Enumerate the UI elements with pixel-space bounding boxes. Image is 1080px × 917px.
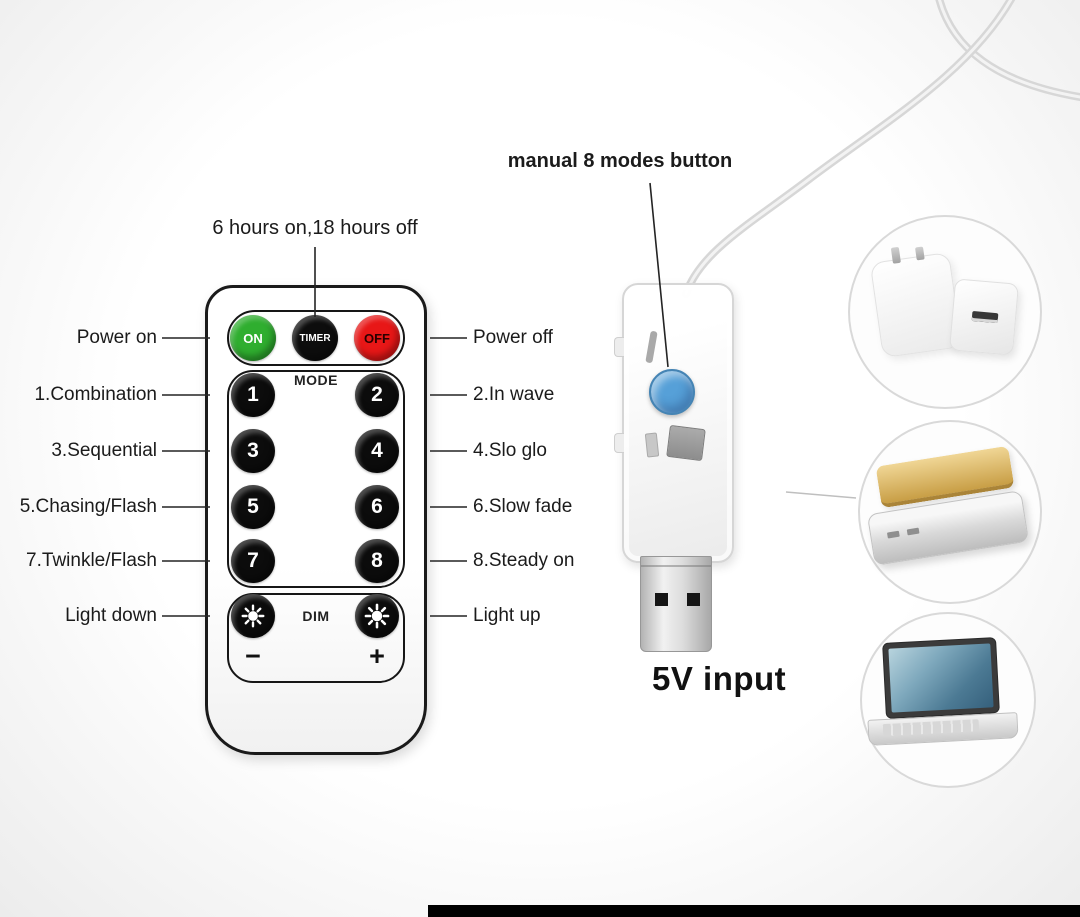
dim-minus-sign: − xyxy=(245,641,261,671)
dim-plus-sign: + xyxy=(369,641,385,671)
mode-button-5: 5 xyxy=(231,485,275,529)
label-steady-on: 8.Steady on xyxy=(473,550,575,571)
usb-shell-hole xyxy=(687,593,700,606)
label-combination: 1.Combination xyxy=(34,384,157,405)
laptop-illustration xyxy=(882,637,1000,719)
label-slow-fade: 6.Slow fade xyxy=(473,496,573,517)
label-light-up: Light up xyxy=(473,605,541,626)
on-button: ON xyxy=(230,315,276,361)
label-chasing-flash: 5.Chasing/Flash xyxy=(19,496,157,517)
manual-button-note: manual 8 modes button xyxy=(507,150,733,172)
plug-prong xyxy=(914,246,925,261)
brightness-up-button xyxy=(355,594,399,638)
usb-connector xyxy=(640,556,712,652)
off-button: OFF xyxy=(354,315,400,361)
usb-port-icon xyxy=(971,310,999,324)
internal-wire xyxy=(645,330,658,364)
manual-mode-button xyxy=(649,369,695,415)
mode-button-8: 8 xyxy=(355,539,399,583)
circuit-chip xyxy=(666,424,706,462)
power-source-circle-wall-adapter xyxy=(848,215,1042,409)
mode-button-3: 3 xyxy=(231,429,275,473)
dim-label: DIM xyxy=(302,608,330,624)
laptop-keys xyxy=(882,719,980,737)
label-in-wave: 2.In wave xyxy=(473,384,555,405)
mode-button-2: 2 xyxy=(355,373,399,417)
usb-shell-hole xyxy=(655,593,668,606)
sun-icon xyxy=(241,604,265,628)
label-twinkle-flash: 7.Twinkle/Flash xyxy=(26,550,157,571)
mode-button-1: 1 xyxy=(231,373,275,417)
sun-icon xyxy=(364,603,390,629)
mode-button-7: 7 xyxy=(231,539,275,583)
power-input-label: 5V input xyxy=(652,660,787,697)
mode-section-frame xyxy=(227,370,405,588)
usb-wall-adapter-illustration xyxy=(869,246,963,359)
label-sequential: 3.Sequential xyxy=(51,440,157,461)
mode-button-6: 6 xyxy=(355,485,399,529)
usb-port-icon xyxy=(886,530,900,539)
usb-seam xyxy=(641,565,711,567)
circuit-component xyxy=(644,432,660,458)
label-light-down: Light down xyxy=(65,605,157,626)
label-power-on: Power on xyxy=(76,327,157,348)
laptop-screen xyxy=(888,643,994,713)
plug-prong xyxy=(890,246,901,264)
timer-button: TIMER xyxy=(292,315,338,361)
timer-note: 6 hours on,18 hours off xyxy=(212,217,418,239)
case-clip xyxy=(614,433,624,453)
usb-port-icon xyxy=(906,527,920,536)
mode-button-4: 4 xyxy=(355,429,399,473)
bottom-black-bar xyxy=(428,905,1080,917)
power-source-circle-power-bank xyxy=(858,420,1042,604)
power-row-frame xyxy=(227,310,405,366)
remote-control: ON TIMER OFF MODE 1 2 3 4 5 6 7 8 xyxy=(205,285,427,755)
label-power-off: Power off xyxy=(473,327,553,348)
usb-wall-adapter-illustration xyxy=(948,278,1020,356)
case-clip xyxy=(614,337,624,357)
brightness-down-button xyxy=(231,594,275,638)
dim-section-frame xyxy=(227,593,405,683)
controller-to-source-line xyxy=(785,491,857,499)
mode-section-label: MODE xyxy=(294,372,338,388)
power-source-circle-laptop xyxy=(860,612,1036,788)
usb-controller xyxy=(614,283,734,563)
label-slo-glo: 4.Slo glo xyxy=(473,440,547,461)
